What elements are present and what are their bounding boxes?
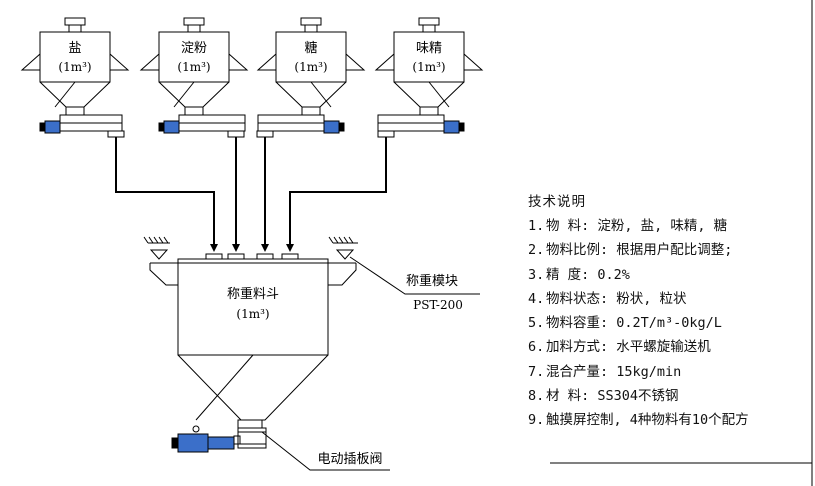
note-item: 5.物料容重: 0.2T/m³-0kg/L: [528, 315, 722, 332]
load-cell-left: [143, 236, 170, 260]
valve-label: 电动插板阀: [317, 452, 382, 467]
notes-title: 技术说明: [528, 194, 586, 210]
hopper-msg: [374, 17, 484, 138]
hopper-label-starch: 淀粉: [181, 41, 207, 56]
hopper-volume-salt: (1m³): [58, 60, 91, 74]
hopper-volume-sugar: (1m³): [294, 60, 327, 74]
valve-assembly: [171, 425, 267, 453]
note-item: 8.材 料: SS304不锈钢: [528, 388, 679, 405]
module-name-label: 称重模块: [406, 273, 458, 289]
weigh-hopper-label: 称重料斗: [227, 286, 279, 302]
note-item: 4.物料状态: 粉状, 粒状: [528, 290, 687, 307]
motor-4: [443, 120, 465, 134]
note-item: 2.物料比例: 根据用户配比调整;: [528, 242, 733, 259]
notes-list: 1.物 料: 淀粉, 盐, 味精, 糖 2.物料比例: 根据用户配比调整; 3.…: [528, 214, 798, 433]
hopper-label-salt: 盐: [68, 41, 81, 56]
load-cell-right: [328, 236, 358, 260]
module-model-label: PST-200: [413, 298, 463, 312]
hopper-label-msg: 味精: [416, 41, 442, 56]
hopper-volume-msg: (1m³): [412, 60, 445, 74]
motor-3: [323, 120, 345, 134]
note-item: 3.精 度: 0.2%: [528, 266, 630, 283]
hopper-label-sugar: 糖: [304, 40, 317, 56]
hopper-salt: [20, 17, 130, 138]
hopper-sugar: [256, 17, 366, 138]
note-item: 6.加料方式: 水平螺旋输送机: [528, 339, 711, 356]
motor-2: [158, 120, 180, 134]
motor-1: [39, 120, 61, 134]
weigh-hopper-volume: (1m³): [236, 307, 269, 321]
hopper-starch: [139, 17, 249, 138]
hopper-volume-starch: (1m³): [177, 60, 210, 74]
note-item: 1.物 料: 淀粉, 盐, 味精, 糖: [528, 218, 728, 234]
note-item: 7.混合产量: 15kg/min: [528, 363, 682, 380]
pipe-arrows: [210, 244, 294, 252]
weigh-hopper: [149, 258, 357, 429]
feed-pipes: [115, 137, 387, 250]
technical-notes: 技术说明 1.物 料: 淀粉, 盐, 味精, 糖 2.物料比例: 根据用户配比调…: [528, 190, 798, 433]
note-item: 9.触摸屏控制, 4种物料有10个配方: [528, 412, 749, 429]
